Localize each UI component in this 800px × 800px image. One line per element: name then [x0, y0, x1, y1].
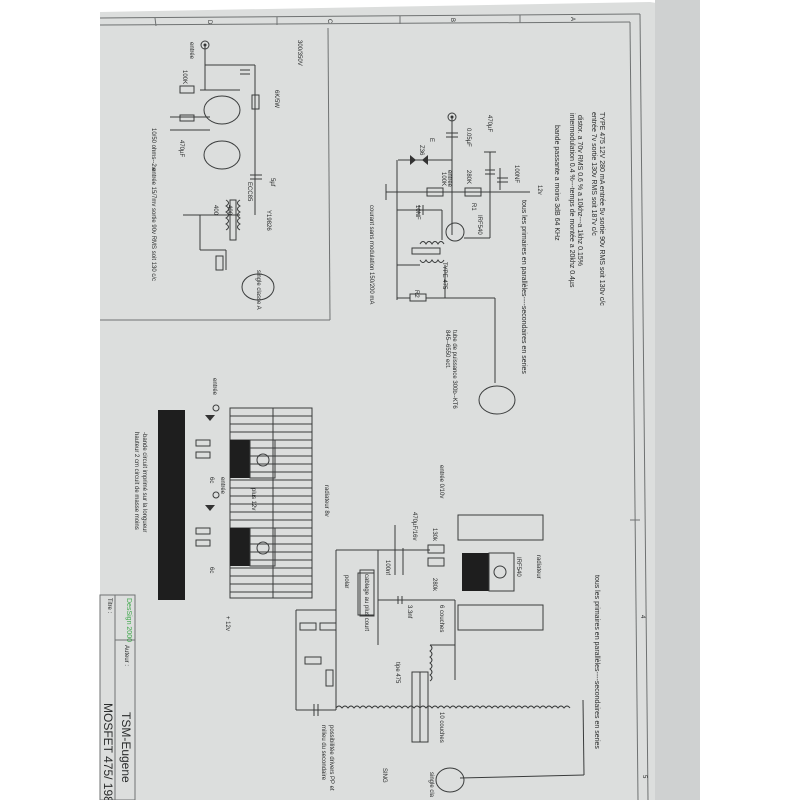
- label-6c-2: 6c: [208, 567, 214, 573]
- border-col-d: D: [206, 20, 212, 25]
- label-130k: 130k: [431, 528, 437, 542]
- label-type475: TYPE 475: [441, 262, 447, 290]
- label-100k: 100K: [440, 172, 446, 186]
- label-5uf: 5µf: [269, 178, 275, 187]
- label-single-cla: single cla: [428, 772, 434, 798]
- tube-stage-circuit: [170, 40, 275, 301]
- label-entree-0-10v: entrée 0/10v: [438, 465, 444, 498]
- spec-line-2: entrée 7v sortie 130v RMS soit 187v c/c: [590, 112, 597, 236]
- label-400-a: 400: [212, 205, 218, 216]
- pcb-layout: [158, 404, 313, 600]
- label-polar: polar: [343, 575, 349, 588]
- label-470uf: 470µF: [486, 115, 492, 132]
- note-bande-circuit: -bande circuit imprimé sur la longueur: [141, 432, 147, 532]
- ecc85-tube-icon: [203, 95, 241, 125]
- auteur-value: TSM-Eugene: [119, 712, 133, 783]
- spec-line-3: distor. a 70v RMS 0.6 % a 10khz---a 1khz…: [576, 115, 583, 266]
- power-tube-icon: [478, 385, 516, 415]
- label-tipe-475: tipe 475: [394, 662, 400, 684]
- label-radiateur: radiateur: [535, 555, 541, 579]
- label-plus12v-b: + 12v: [224, 616, 230, 631]
- label-single-classe-a: single classe A: [255, 270, 261, 310]
- label-irf540: IRF540: [476, 215, 482, 235]
- note-hauteur: hauteur 2 cm circuit de masse moins: [133, 432, 139, 530]
- label-r1: R1: [470, 203, 476, 211]
- label-radiateur-8v: radiateur 8v: [323, 485, 329, 517]
- note-primaries-out: tous les primaires en parallèles----seco…: [593, 575, 600, 749]
- designspark-logo: DesSign 2000: [125, 598, 132, 642]
- title-block: [99, 594, 136, 800]
- output-circuit: [295, 514, 585, 793]
- note-milieu: milieu du secondaire: [320, 725, 326, 781]
- border-col-a: A: [569, 17, 575, 21]
- label-y19826: Y19826: [265, 210, 271, 231]
- label-sing: SING: [381, 768, 387, 783]
- border-col-c: C: [326, 19, 332, 24]
- note-courant: courant sans modulation 150/200 mA: [368, 205, 374, 304]
- label-entree-tube: entrée: [188, 42, 194, 60]
- output-tube-icon-2: [435, 767, 465, 793]
- label-400-b: 400: [226, 205, 232, 216]
- label-470uf-tube: 470µF: [178, 140, 184, 157]
- drawing-border: [99, 13, 649, 800]
- label-entree: entrée: [446, 170, 452, 188]
- label-6c-1: 6c: [208, 477, 214, 483]
- label-plus12v: plus 12v: [250, 488, 256, 510]
- spec-line-5: bande passante a moins 3dB 64 KHz: [553, 125, 560, 241]
- titre-value: MOSFET 475/ 1982: [101, 703, 115, 800]
- label-ecc85: ECC85: [246, 182, 252, 202]
- driver-circuit: [385, 112, 530, 415]
- spec-line-1: TYPE 475 12V 280 mA entrée 5v sortie 90v…: [598, 112, 605, 306]
- label-100nf: 100NF: [513, 165, 519, 183]
- label-280k-out: 280k: [431, 578, 437, 592]
- note-drivers-pp: possibilitée drivers PP et: [328, 725, 334, 791]
- label-100nf-out: 100nf: [384, 560, 390, 575]
- border-col-b: B: [449, 18, 455, 22]
- spec-notes: TYPE 475 12V 280 mA entrée 5v sortie 90v…: [553, 112, 605, 306]
- label-10nf: 10NF: [414, 205, 420, 220]
- note-ohms: 10/50 ohms--2w: [150, 128, 156, 172]
- label-470uf-16v: 470µF/16v: [411, 512, 417, 540]
- spec-line-4: intermodulation 0.4 %---temps de montée …: [568, 113, 575, 288]
- paper-sheet: [100, 2, 700, 800]
- label-hv: 300/350V: [296, 40, 302, 66]
- label-e: E: [428, 138, 434, 142]
- output-tube-icon: [241, 273, 275, 301]
- label-cablage: cablage au plus court: [363, 574, 369, 631]
- note-tube-1: tube de puissance 300b--KT6: [451, 330, 457, 409]
- label-6-couches: 6 couches: [438, 605, 444, 632]
- auteur-label: Auteur :: [123, 645, 129, 666]
- label-280k: 280K: [465, 170, 471, 184]
- label-12v: 12v: [536, 185, 542, 195]
- cablage-box: [359, 569, 375, 617]
- note-tube-2: 845--6550 ect.: [444, 330, 450, 369]
- label-z36: Z36: [418, 145, 424, 156]
- border-row-5: 5: [641, 775, 647, 779]
- border-row-4: 4: [639, 615, 645, 619]
- note-entree-sortie: entrée 15/7mv sortie 90v RMS soit 130 c/…: [150, 168, 156, 281]
- ecc85-tube-icon: [203, 140, 241, 170]
- label-irf540-out: IRF540: [515, 557, 521, 577]
- note-primaries: tous les primaires en parallèles----seco…: [520, 200, 527, 374]
- label-33nf: 3.3nf: [406, 605, 412, 619]
- label-r2: R2: [413, 290, 419, 298]
- paper-shadow: [655, 0, 700, 800]
- label-005uf: 0.05µF: [465, 128, 471, 147]
- label-10-couches: 10 couches: [438, 712, 444, 743]
- label-100k-tube: 100K: [181, 70, 187, 84]
- label-entree-board-2: entrée: [219, 477, 225, 495]
- label-entree-board-1: entrée: [211, 378, 217, 396]
- label-6k5w: 6K/5W: [273, 90, 279, 108]
- titre-label: Titre :: [106, 598, 112, 613]
